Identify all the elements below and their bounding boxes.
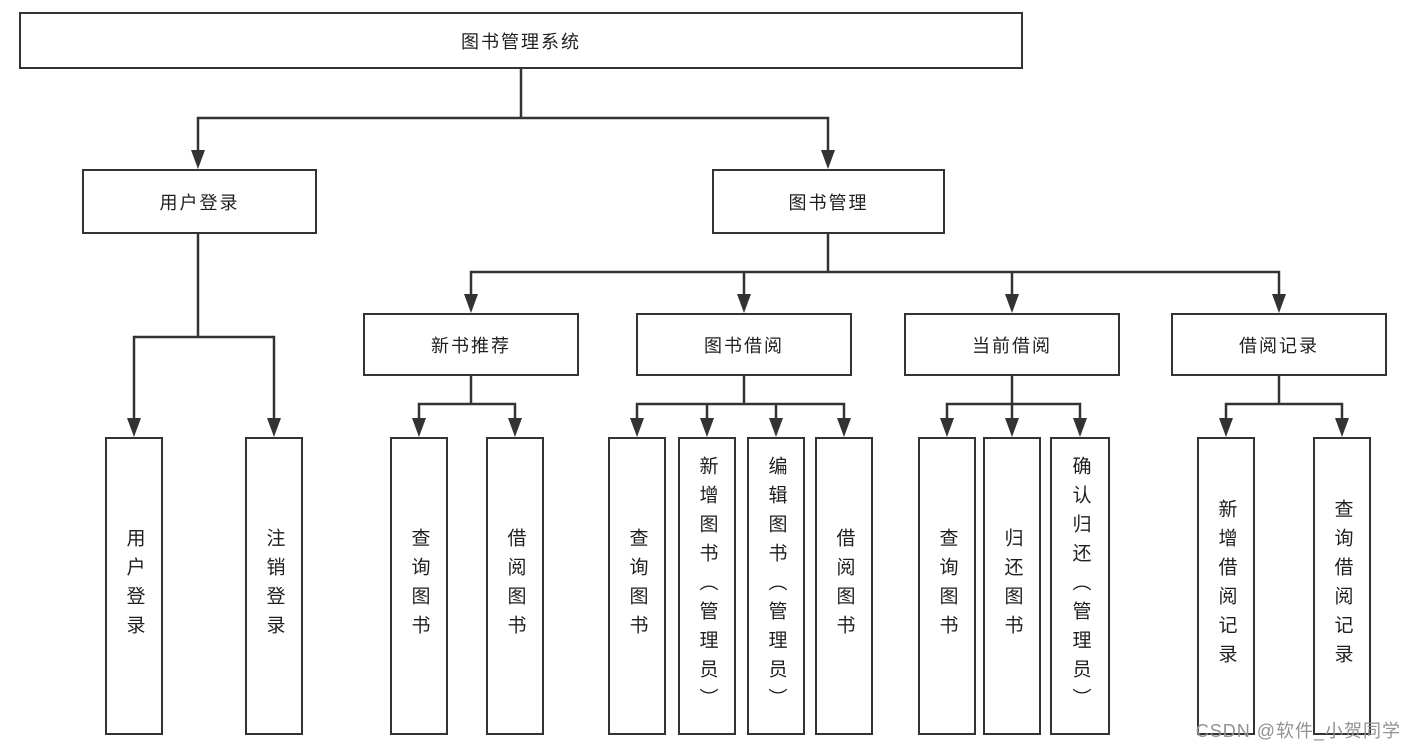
connector-root-to-level2 (196, 68, 830, 151)
connector-current-to-leaves (945, 376, 1082, 419)
arrow-icon (700, 418, 714, 437)
connector-recommend-to-leaves (417, 376, 517, 419)
leaf-edit-books-admin: 编辑图书（管理员） (747, 437, 805, 735)
connector-login-to-leaves (132, 234, 276, 419)
connector-management-to-level3 (469, 234, 1281, 295)
arrow-icon (1335, 418, 1349, 437)
arrow-icon (769, 418, 783, 437)
arrow-icon (821, 150, 835, 169)
leaf-borrow-books: 借阅图书 (815, 437, 873, 735)
arrow-icon (630, 418, 644, 437)
leaf-logout-login: 注销登录 (245, 437, 303, 735)
arrow-icon (737, 294, 751, 313)
leaf-return-books-label: 归还图书 (1001, 528, 1023, 644)
node-borrow-records-label: 借阅记录 (1239, 335, 1319, 356)
arrow-icon (1073, 418, 1087, 437)
arrow-icon (412, 418, 426, 437)
leaf-user-login: 用户登录 (105, 437, 163, 735)
leaf-query-books-current: 查询图书 (918, 437, 976, 735)
leaf-borrow-books-label: 借阅图书 (833, 528, 855, 644)
leaf-add-borrow-record: 新增借阅记录 (1197, 437, 1255, 735)
node-new-book-recommend: 新书推荐 (363, 313, 579, 376)
leaf-query-books-borrow: 查询图书 (608, 437, 666, 735)
arrow-icon (940, 418, 954, 437)
arrow-icon (464, 294, 478, 313)
leaf-query-books-current-label: 查询图书 (936, 528, 958, 644)
connector-borrow-to-leaves (635, 376, 846, 419)
arrow-icon (508, 418, 522, 437)
node-new-book-recommend-label: 新书推荐 (431, 335, 511, 356)
leaf-confirm-return-admin-label: 确认归还（管理员） (1069, 455, 1091, 717)
node-current-borrow-label: 当前借阅 (972, 335, 1052, 356)
leaf-add-books-admin-label: 新增图书（管理员） (696, 455, 718, 717)
node-book-management-label: 图书管理 (788, 192, 869, 213)
arrow-icon (267, 418, 281, 437)
node-root-label: 图书管理系统 (461, 31, 581, 52)
leaf-add-borrow-record-label: 新增借阅记录 (1215, 499, 1237, 673)
connector-records-to-leaves (1224, 376, 1344, 419)
leaf-return-books: 归还图书 (983, 437, 1041, 735)
arrow-icon (191, 150, 205, 169)
arrow-icon (1219, 418, 1233, 437)
leaf-query-borrow-record-label: 查询借阅记录 (1331, 499, 1353, 673)
leaf-query-books-recommend-label: 查询图书 (408, 528, 430, 644)
leaf-query-books-recommend: 查询图书 (390, 437, 448, 735)
node-user-login-label: 用户登录 (159, 192, 240, 213)
csdn-watermark: CSDN @软件_小贺同学 (1195, 721, 1401, 741)
leaf-logout-login-label: 注销登录 (263, 528, 285, 644)
leaf-user-login-label: 用户登录 (123, 528, 145, 644)
leaf-query-borrow-record: 查询借阅记录 (1313, 437, 1371, 735)
arrow-icon (1005, 294, 1019, 313)
arrow-icon (1272, 294, 1286, 313)
node-book-borrow-label: 图书借阅 (704, 335, 784, 356)
node-current-borrow: 当前借阅 (904, 313, 1120, 376)
leaf-query-books-borrow-label: 查询图书 (626, 528, 648, 644)
leaf-add-books-admin: 新增图书（管理员） (678, 437, 736, 735)
leaf-confirm-return-admin: 确认归还（管理员） (1050, 437, 1110, 735)
leaf-borrow-books-recommend: 借阅图书 (486, 437, 544, 735)
node-book-management: 图书管理 (712, 169, 945, 234)
arrow-icon (127, 418, 141, 437)
node-user-login: 用户登录 (82, 169, 317, 234)
arrow-icon (837, 418, 851, 437)
node-borrow-records: 借阅记录 (1171, 313, 1387, 376)
node-book-borrow: 图书借阅 (636, 313, 852, 376)
leaf-edit-books-admin-label: 编辑图书（管理员） (765, 455, 787, 717)
node-root: 图书管理系统 (19, 12, 1023, 69)
arrow-icon (1005, 418, 1019, 437)
leaf-borrow-books-recommend-label: 借阅图书 (504, 528, 526, 644)
